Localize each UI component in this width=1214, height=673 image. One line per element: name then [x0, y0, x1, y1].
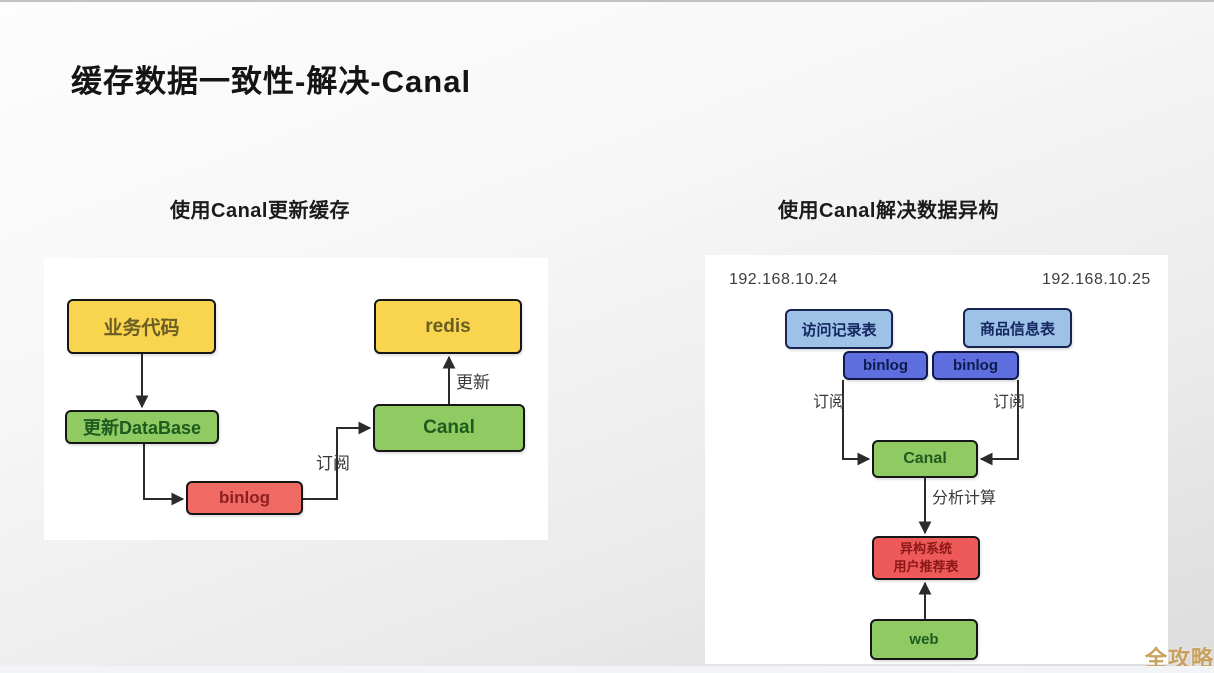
page-title: 缓存数据一致性-解决-Canal [71, 64, 472, 99]
edge-binlog-left-to-canal [842, 380, 871, 466]
node-business-code: 业务代码 [67, 299, 216, 354]
edge-label-subscribe-left: 订阅 [813, 394, 846, 411]
right-diagram-panel: 192.168.10.24 192.168.10.25 访问记录表 商品信息表 … [705, 255, 1168, 664]
edge-label-subscribe-right: 订阅 [993, 394, 1026, 411]
ip-address-right: 192.168.10.25 [1042, 271, 1151, 288]
node-canal-left: Canal [373, 404, 525, 452]
node-binlog-right: binlog [932, 351, 1019, 380]
node-redis: redis [374, 299, 522, 354]
node-web: web [870, 619, 978, 660]
ip-address-left: 192.168.10.24 [729, 271, 838, 288]
node-canal-right: Canal [872, 440, 978, 478]
right-diagram-subtitle: 使用Canal解决数据异构 [778, 200, 999, 222]
node-hetero-system: 异构系统 用户推荐表 [872, 536, 980, 580]
bottom-strip [0, 666, 1214, 673]
hetero-system-line2: 用户推荐表 [893, 559, 959, 574]
node-update-database: 更新DataBase [65, 410, 219, 444]
node-binlog-left-diagram: binlog [186, 481, 303, 515]
edge-binlog-right-to-canal [979, 380, 1019, 466]
edge-label-update: 更新 [456, 373, 490, 392]
left-diagram-subtitle: 使用Canal更新缓存 [170, 200, 350, 222]
node-access-log-table: 访问记录表 [785, 309, 893, 349]
left-diagram-edges [135, 354, 456, 506]
edge-binlog-to-canal [303, 421, 372, 500]
edge-database-to-binlog [143, 444, 185, 506]
edge-label-subscribe: 订阅 [316, 454, 350, 473]
edge-label-analyze: 分析计算 [932, 490, 997, 507]
right-diagram-edges [842, 380, 1019, 619]
left-diagram-panel: 业务代码 redis 更新DataBase Canal binlog 订阅 更新 [44, 258, 548, 540]
hetero-system-line1: 异构系统 [899, 541, 952, 557]
node-binlog-left: binlog [843, 351, 928, 380]
node-product-info-table: 商品信息表 [963, 308, 1072, 348]
